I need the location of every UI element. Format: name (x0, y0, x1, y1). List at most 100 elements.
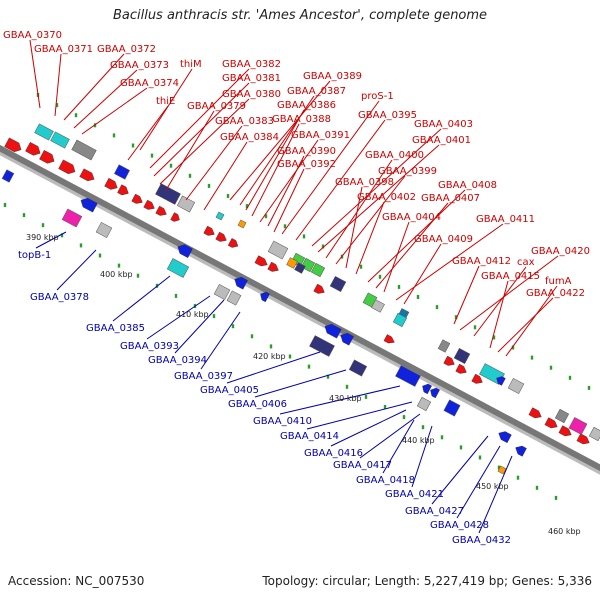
gene-arrow-body (39, 150, 55, 164)
gene-arrow-body (544, 417, 558, 429)
gene-block-body (237, 219, 247, 229)
gene-block-body (114, 164, 130, 180)
label-leader-line (149, 68, 250, 169)
gene-label-above: GBAA_0399 (378, 166, 437, 177)
gene-block-body (1, 169, 15, 183)
label-leader-line (81, 87, 148, 135)
ruler-label: 400 kbp (100, 270, 133, 279)
gene-label-above: GBAA_0382 (222, 59, 281, 70)
gene-block (329, 275, 347, 293)
gene-label-above: GBAA_0408 (438, 180, 497, 191)
gene-arrow (443, 355, 455, 366)
gene-block-body (310, 262, 326, 278)
gene-arrow (79, 168, 95, 182)
gene-block (215, 211, 225, 221)
gene-label-above: GBAA_0373 (110, 60, 169, 71)
gene-label-above: cax (517, 257, 535, 268)
gene-label-below: GBAA_0427 (405, 506, 464, 517)
gene-block-body (395, 365, 421, 387)
gene-arrow (254, 255, 268, 267)
label-leader-line (63, 53, 125, 121)
gene-label-below: GBAA_0378 (30, 292, 89, 303)
gene-arrow-body (430, 387, 440, 399)
gene-label-above: GBAA_0386 (277, 100, 336, 111)
gene-arrow (576, 433, 590, 445)
label-leader-line (200, 311, 241, 370)
gene-block-body (309, 335, 335, 357)
label-leader-line (505, 285, 558, 357)
gene-arrow (267, 261, 279, 272)
gene-arrow (422, 383, 432, 395)
gene-label-below: GBAA_0394 (148, 355, 207, 366)
gene-block (568, 417, 588, 435)
gene-label-below: GBAA_0397 (174, 371, 233, 382)
gene-block (310, 262, 326, 278)
label-leader-line (279, 385, 401, 415)
label-leader-line (453, 265, 480, 325)
gene-arrow (131, 193, 143, 204)
gene-block-body (34, 123, 54, 141)
label-leader-line (382, 419, 415, 474)
label-leader-line (383, 221, 410, 293)
gene-arrow (496, 376, 506, 386)
gene-arrow-body (79, 168, 95, 182)
gene-arrow-body (117, 184, 129, 196)
label-leader-line (245, 109, 305, 211)
gene-label-above: GBAA_0370 (3, 30, 62, 41)
gene-label-above: GBAA_0391 (291, 130, 350, 141)
gene-label-above: GBAA_0422 (526, 288, 585, 299)
gene-block (554, 408, 570, 424)
gene-arrow (104, 177, 118, 190)
label-leader-line (273, 168, 305, 233)
gene-block-body (95, 221, 113, 239)
label-leader-line (226, 351, 321, 384)
gene-arrow-body (496, 376, 506, 386)
gene-arrow-body (4, 137, 22, 153)
gene-block-body (50, 131, 70, 149)
ruler-label: 390 kbp (26, 233, 59, 242)
gene-label-below: GBAA_0421 (385, 489, 444, 500)
gene-label-above: GBAA_0371 (34, 44, 93, 55)
gene-block-body (176, 195, 196, 213)
gene-block-body (286, 257, 298, 269)
gene-block (213, 283, 231, 301)
ruler-label: 460 kbp (548, 527, 581, 536)
gene-arrow-body (80, 197, 98, 213)
gene-arrow (558, 425, 572, 437)
gene-label-below: GBAA_0417 (333, 460, 392, 471)
gene-block (294, 262, 306, 274)
gene-arrow (455, 363, 467, 374)
gene-block-body (300, 257, 316, 273)
gene-block (300, 257, 316, 273)
gene-label-above: GBAA_0407 (421, 193, 480, 204)
gene-arrow-body (471, 373, 483, 384)
gene-block-body (437, 339, 451, 353)
gene-arrow-body (203, 225, 215, 236)
gene-arrow (544, 417, 558, 429)
gene-arrow-body (498, 431, 512, 444)
label-leader-line (203, 141, 248, 211)
gene-block (267, 240, 289, 260)
gene-label-below: GBAA_0418 (356, 475, 415, 486)
gene-arrow (234, 276, 248, 290)
label-leader-line (127, 105, 169, 161)
gene-label-above: GBAA_0388 (272, 114, 331, 125)
label-leader-line (335, 175, 406, 265)
label-leader-line (330, 409, 407, 447)
ruler-label: 440 kbp (402, 436, 435, 445)
gene-arrow-body (422, 383, 432, 395)
gene-arrow-body (227, 238, 239, 248)
label-leader-line (375, 202, 449, 289)
gene-block (416, 396, 432, 412)
gene-label-above: thiM (180, 59, 202, 70)
gene-arrow-body (177, 244, 193, 258)
gene-arrow-body (528, 407, 542, 419)
ruler-label: 420 kbp (253, 352, 286, 361)
gene-arrow (39, 150, 55, 164)
gene-block-body (507, 377, 525, 395)
label-leader-line (267, 155, 305, 227)
gene-block (371, 299, 385, 313)
feature-layer (1, 123, 600, 475)
gene-label-below: GBAA_0428 (430, 520, 489, 531)
